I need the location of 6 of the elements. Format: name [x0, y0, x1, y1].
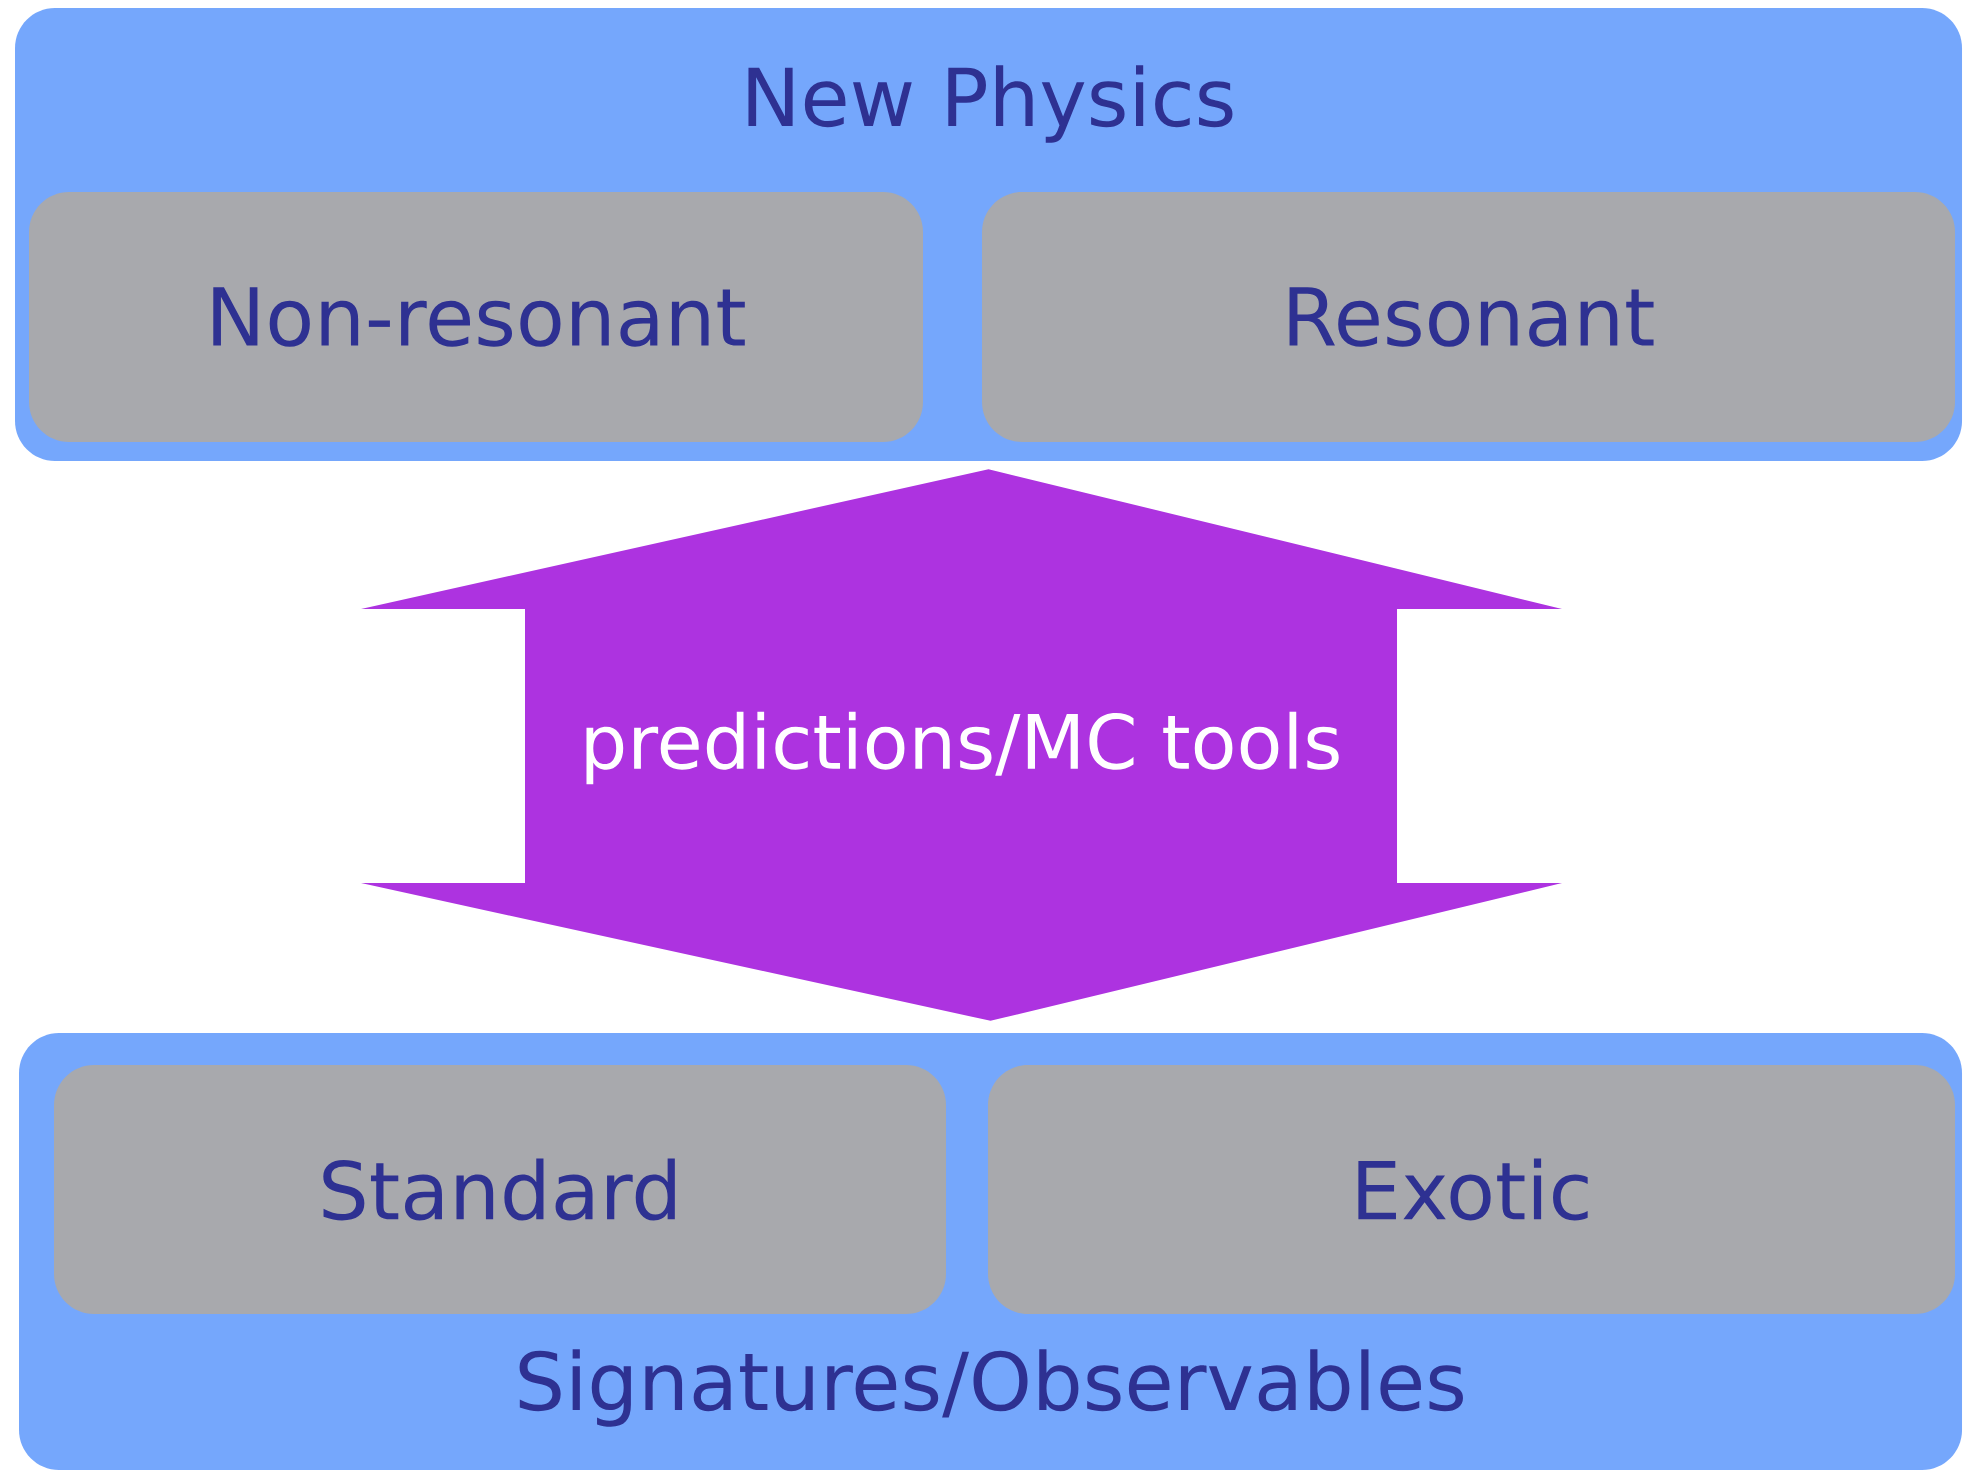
- category-box: Non-resonant: [29, 192, 923, 442]
- category-box: Standard: [54, 1065, 946, 1314]
- edge-label: predictions/MC tools: [586, 711, 1339, 785]
- category-box: Exotic: [988, 1065, 1956, 1314]
- double-arrow: [361, 469, 1562, 1021]
- category-box: Resonant: [982, 192, 1956, 442]
